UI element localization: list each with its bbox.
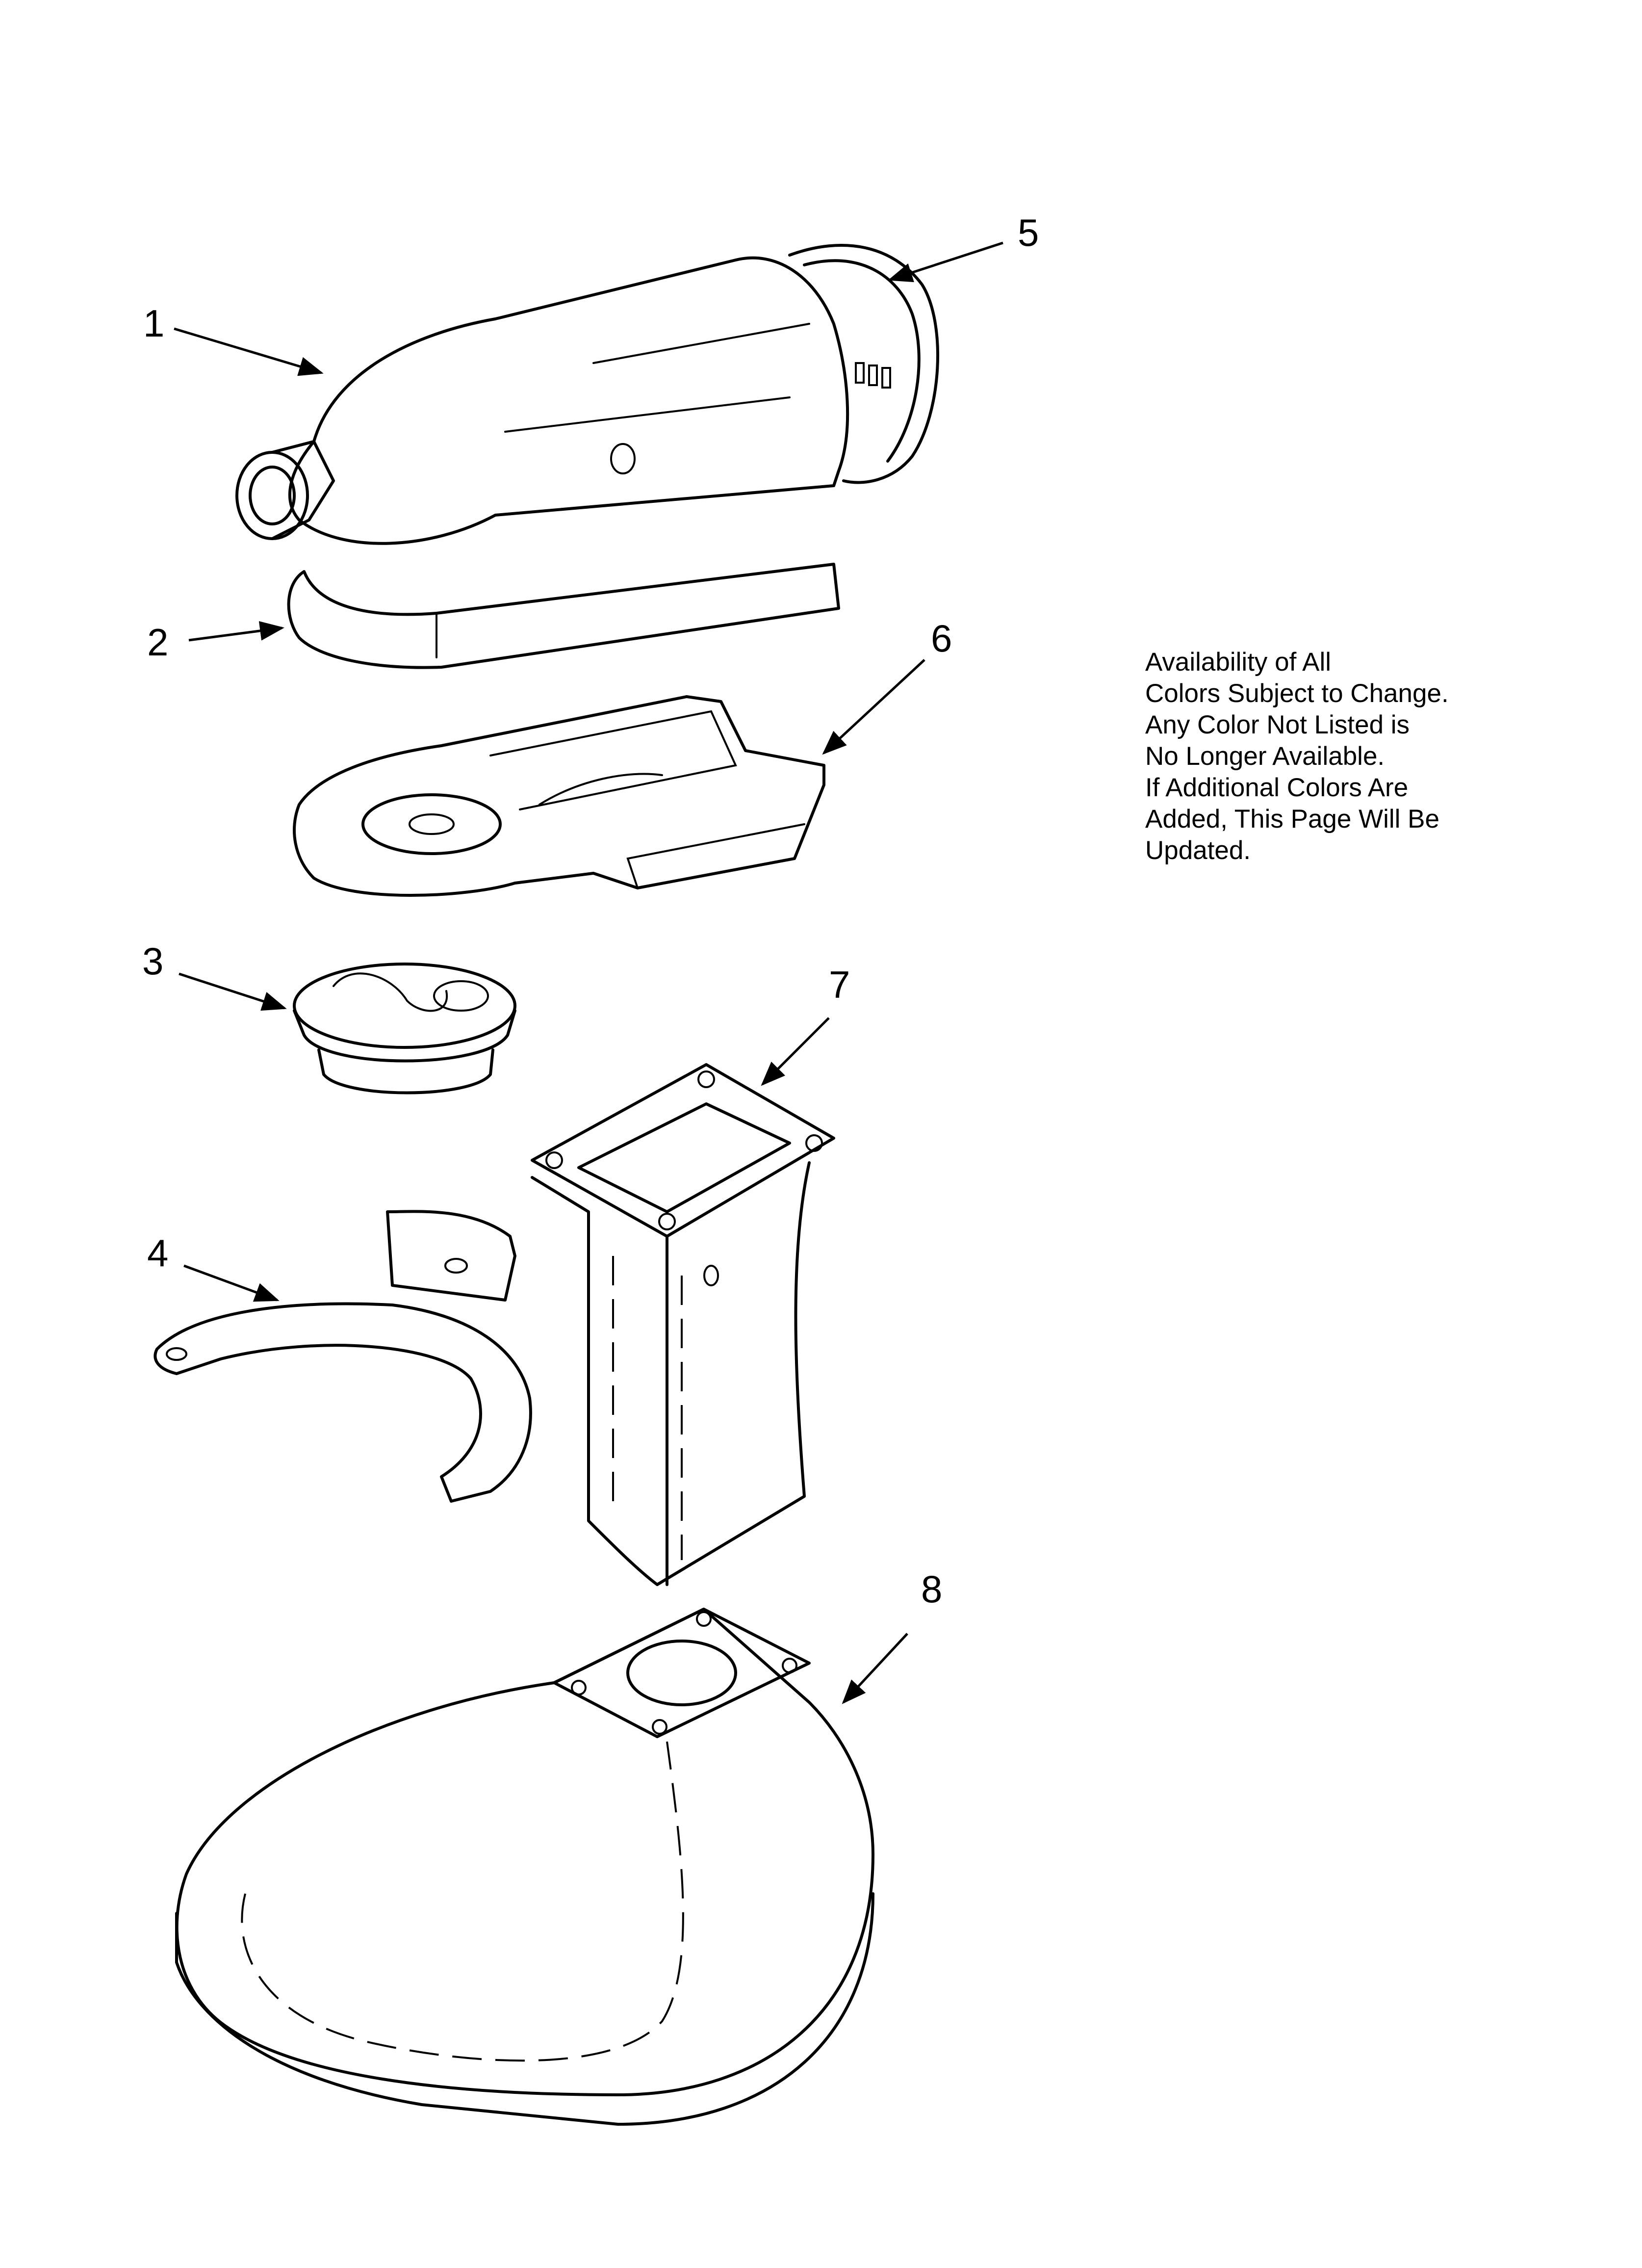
callout-1: 1	[143, 302, 165, 345]
bowl-clamp-part	[154, 1210, 532, 1503]
note-line: Updated.	[1145, 836, 1251, 865]
callout-2: 2	[147, 621, 169, 664]
column-part	[531, 1063, 835, 1586]
note-line: If Additional Colors Are	[1145, 773, 1409, 802]
callout-6: 6	[931, 617, 952, 660]
trim-band-part	[287, 563, 840, 669]
planetary-gear-part	[293, 963, 516, 1095]
callout-8: 8	[921, 1567, 943, 1611]
leader-4	[183, 1264, 280, 1302]
note-line: Added, This Page Will Be	[1145, 805, 1440, 834]
callout-4: 4	[147, 1231, 169, 1275]
leader-7	[761, 1017, 830, 1086]
rear-cover-part	[788, 244, 939, 484]
callout-7: 7	[829, 963, 850, 1006]
leader-3	[179, 972, 287, 1011]
note-line: Availability of All	[1145, 648, 1332, 677]
leader-5	[888, 241, 1003, 283]
availability-note: Availability of All Colors Subject to Ch…	[1145, 647, 1587, 866]
note-line: Any Color Not Listed is	[1145, 710, 1410, 739]
callout-3: 3	[142, 939, 164, 983]
leader-1	[174, 327, 324, 376]
leader-6	[822, 659, 925, 755]
leader-2	[188, 621, 284, 642]
note-line: No Longer Available.	[1145, 742, 1385, 771]
gear-housing-part	[293, 695, 825, 897]
motor-housing-part	[235, 256, 849, 545]
leader-8	[842, 1633, 908, 1704]
pedestal-base-part	[175, 1608, 874, 2126]
note-line: Colors Subject to Change.	[1145, 679, 1449, 708]
callout-5: 5	[1018, 211, 1039, 254]
